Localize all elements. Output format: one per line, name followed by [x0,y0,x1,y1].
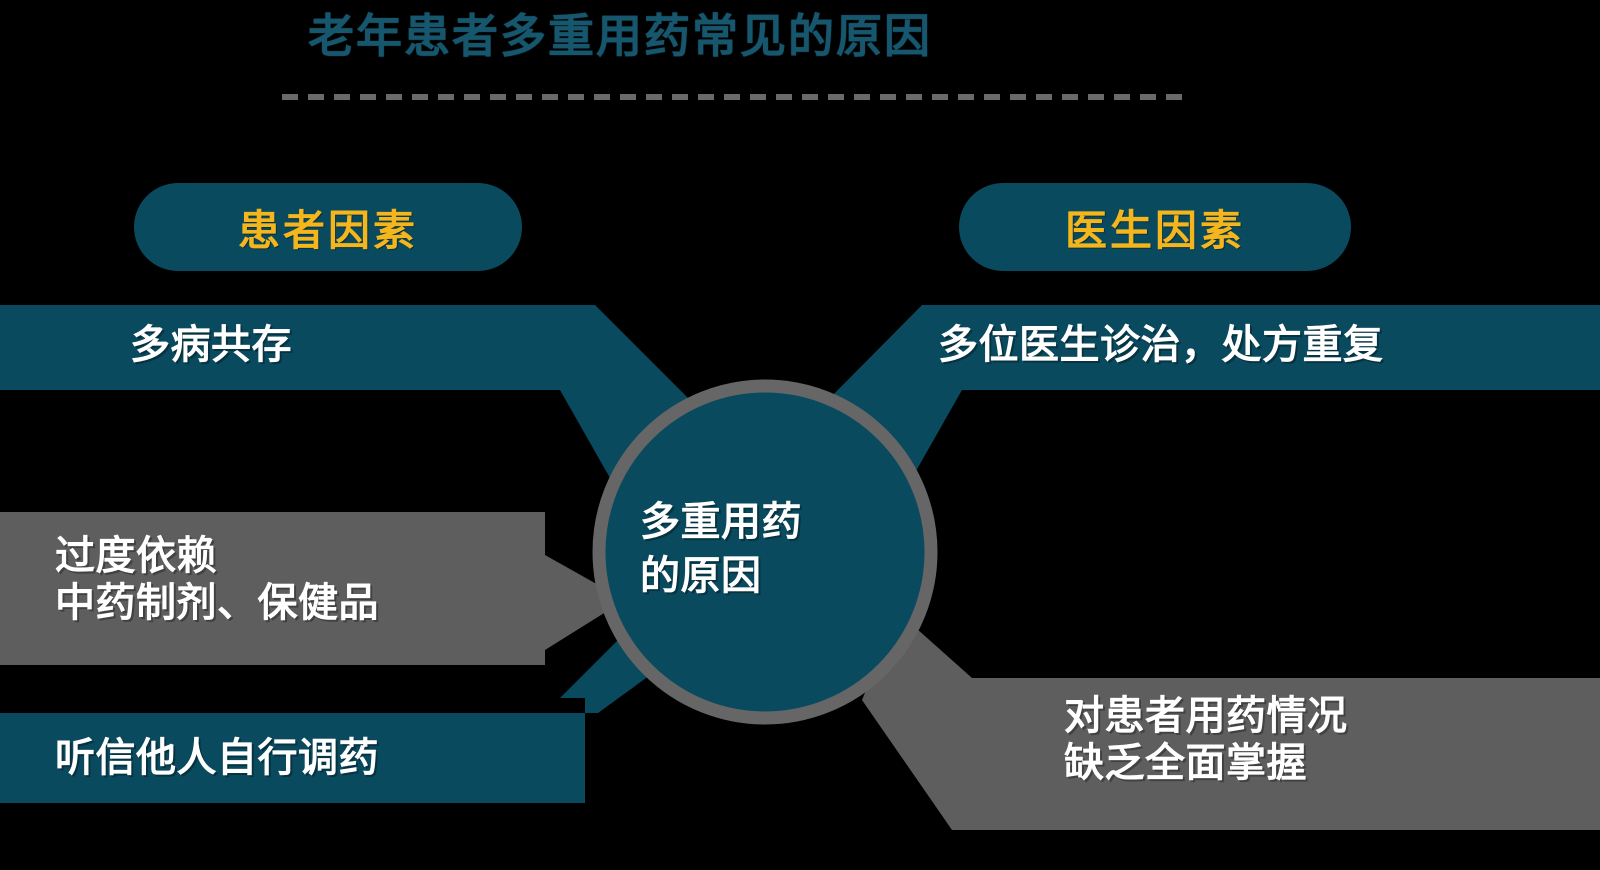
branch-shape-b2 [0,512,625,665]
branch-label-b2-line2: 中药制剂、保健品 [55,581,379,626]
branch-label-b2: 过度依赖中药制剂、保健品 [55,533,379,627]
center-circle-ring [592,379,938,725]
center-circle-label: 多重用药的原因 [640,495,900,603]
center-label-line1: 多重用药 [640,500,802,544]
branch-shape-b4 [802,305,1600,478]
category-pill-patient[interactable]: 患者因素 [134,183,522,271]
branch-label-b4: 多位医生诊治，处方重复 [938,323,1384,367]
branch-label-b5-line1: 对患者用药情况 [1064,694,1348,738]
branch-label-b5-line2: 缺乏全面掌握 [1064,741,1307,786]
branch-label-b3: 听信他人自行调药 [55,736,379,780]
branch-shape-b1 [0,305,720,478]
branch-label-b2-line1: 过度依赖 [55,534,217,578]
category-pill-patient-label: 患者因素 [237,206,418,254]
center-label-line2: 的原因 [640,554,762,598]
page-title: 老年患者多重用药常见的原因 [308,10,932,62]
branch-shape-b5-body [960,678,1600,830]
branch-shape-b3 [0,630,712,803]
branch-label-b5: 对患者用药情况缺乏全面掌握 [1064,693,1348,787]
category-pill-doctor-label: 医生因素 [1064,206,1245,254]
branch-label-b1: 多病共存 [130,323,292,367]
category-pill-doctor[interactable]: 医生因素 [959,183,1351,271]
